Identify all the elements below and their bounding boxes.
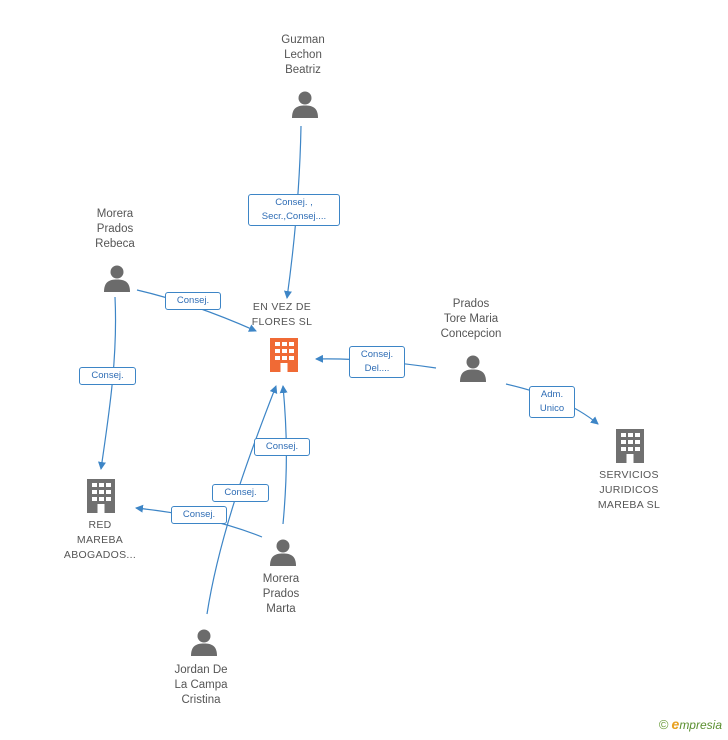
brand-name: mpresia (679, 718, 722, 732)
jordan-label[interactable]: Jordan De La Campa Cristina (174, 664, 228, 706)
edge-label-rebeca-main[interactable]: Consej. (165, 292, 221, 310)
marta-label[interactable]: Morera Prados Marta (262, 573, 300, 615)
red-label[interactable]: RED MAREBA ABOGADOS... (63, 519, 137, 561)
edge-label-marta-main[interactable]: Consej. (254, 438, 310, 456)
rebeca-person-icon[interactable] (104, 265, 130, 293)
copyright-icon: © (658, 717, 669, 732)
main-company-building-icon[interactable] (270, 338, 298, 372)
servicios-label[interactable]: SERVICIOS JURIDICOS MAREBA SL (597, 469, 661, 511)
edge-label-marta-red[interactable]: Consej. (171, 506, 227, 524)
rebeca-label[interactable]: Morera Prados Rebeca (95, 208, 135, 250)
marta-person-icon[interactable] (270, 539, 296, 567)
edge-label-rebeca-red[interactable]: Consej. (79, 367, 136, 385)
guzman-label[interactable]: Guzman Lechon Beatriz (281, 34, 325, 76)
guzman-person-icon[interactable] (292, 91, 318, 119)
main-company-label[interactable]: EN VEZ DE FLORES SL (251, 301, 313, 328)
jordan-person-icon[interactable] (191, 629, 217, 657)
edge-rebeca-red (98, 296, 117, 470)
red-building-icon[interactable] (87, 479, 115, 513)
concepcion-person-icon[interactable] (460, 355, 486, 383)
servicios-building-icon[interactable] (616, 429, 644, 463)
concepcion-label[interactable]: Prados Tore Maria Concepcion (440, 298, 502, 340)
brand-initial: e (671, 716, 680, 732)
edge-label-concepcion-servicios[interactable]: Adm. Unico (529, 386, 575, 418)
edge-label-guzman-main[interactable]: Consej. , Secr.,Consej.... (248, 194, 340, 226)
edge-label-jordan-main[interactable]: Consej. (212, 484, 269, 502)
empresia-brand[interactable]: ©empresia (659, 716, 722, 732)
edge-label-concepcion-main[interactable]: Consej. Del.... (349, 346, 405, 378)
